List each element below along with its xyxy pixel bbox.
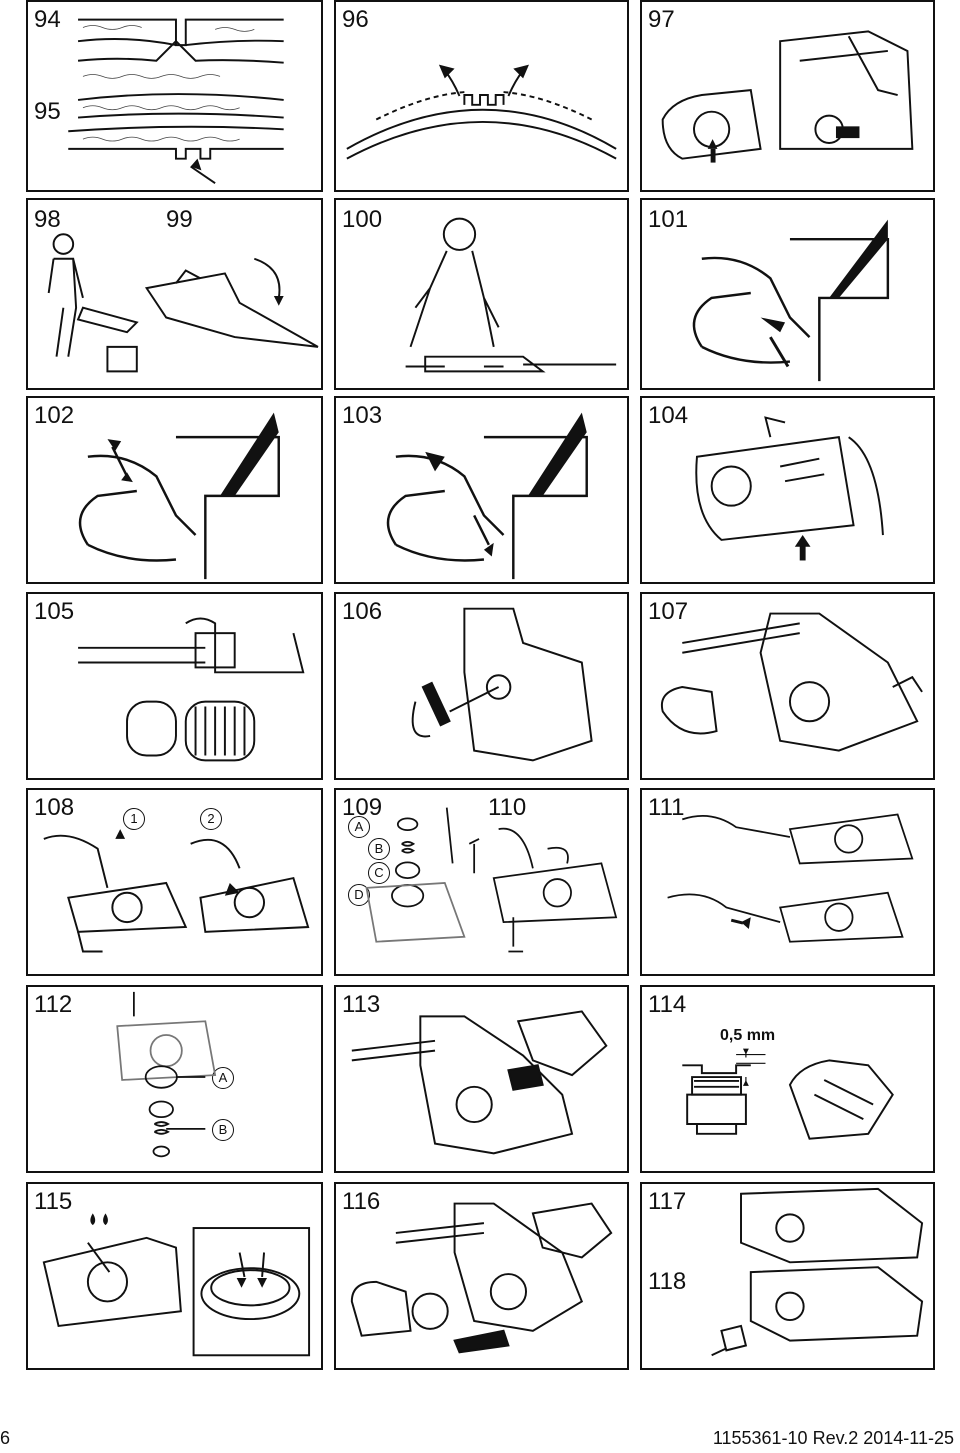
figure-101: 101 <box>640 198 935 390</box>
cylinder-cover-removed-illustration <box>351 1010 608 1155</box>
front-handle-guard-illustration <box>692 219 890 382</box>
figure-113: 113 <box>334 985 629 1173</box>
figure-116: 116 <box>334 1182 629 1370</box>
figure-number-98: 98 <box>34 206 61 233</box>
figure-115: 115 <box>26 1182 323 1370</box>
log-cut-illustration <box>68 18 284 184</box>
chain-catcher-illustration <box>711 1187 924 1357</box>
figure-111: 111 <box>640 788 935 976</box>
figure-103: 103 <box>334 396 629 584</box>
starter-removed-illustration <box>660 612 923 752</box>
recoil-spring-exploded-illustration <box>116 991 217 1158</box>
figure-number-101: 101 <box>648 206 689 233</box>
step-2-marker: 2 <box>200 808 222 830</box>
figure-number-108: 108 <box>34 794 75 821</box>
clutch-lubrication-illustration <box>42 1213 311 1357</box>
figure-number-102: 102 <box>34 402 75 429</box>
figure-114: 114 0,5 mm <box>640 985 935 1173</box>
figure-number-103: 103 <box>342 402 383 429</box>
spark-plug-removal-illustration <box>411 607 593 762</box>
figure-98-99: 98 99 <box>26 198 323 390</box>
figure-number-104: 104 <box>648 402 689 429</box>
figure-number-116: 116 <box>342 1188 381 1215</box>
figure-number-96: 96 <box>342 6 369 33</box>
figure-number-99: 99 <box>166 206 193 233</box>
spark-plug-gap-illustration <box>682 1048 894 1140</box>
figure-112: 112 A B <box>26 985 323 1173</box>
document-code: 1155361-10 Rev.2 2014-11-25 <box>712 1428 954 1448</box>
figure-number-111: 111 <box>648 794 685 821</box>
starter-rope-tension-illustration <box>667 813 914 943</box>
clutch-cover-illustration <box>695 416 884 561</box>
figure-number-94: 94 <box>34 6 61 33</box>
figure-number-113: 113 <box>342 991 381 1018</box>
figure-number-117: 117 <box>648 1188 687 1215</box>
figure-number-115: 115 <box>34 1188 73 1215</box>
figure-number-106: 106 <box>342 598 383 625</box>
bark-cut-illustration <box>346 64 617 160</box>
figure-number-105: 105 <box>34 598 75 625</box>
figure-number-110: 110 <box>488 794 527 821</box>
air-filter-illustration <box>78 617 305 762</box>
callout-b: B <box>368 838 390 860</box>
starter-spring-assembly-illustration <box>365 807 618 953</box>
figure-number-97: 97 <box>648 6 675 33</box>
callout-b: B <box>212 1119 234 1141</box>
figure-number-114: 114 <box>648 991 687 1018</box>
figure-107: 107 <box>640 592 935 780</box>
figure-94-95: 94 95 <box>26 0 323 192</box>
figure-97: 97 <box>640 0 935 192</box>
figure-109-110: 109 110 A B C D <box>334 788 629 976</box>
chain-brake-lever-down-illustration <box>386 412 588 580</box>
figure-108: 108 1 2 <box>26 788 323 976</box>
figure-106: 106 <box>334 592 629 780</box>
electrode-gap-label: 0,5 mm <box>720 1027 776 1044</box>
callout-a: A <box>348 816 370 838</box>
figure-number-118: 118 <box>648 1268 687 1295</box>
figure-number-100: 100 <box>342 206 383 233</box>
chain-brake-lever-up-illustration <box>78 412 280 580</box>
figure-100: 100 <box>334 198 629 390</box>
callout-d: D <box>348 884 370 906</box>
figure-number-109: 109 <box>342 794 383 821</box>
figure-102: 102 <box>26 396 323 584</box>
saw-cleaning-illustration <box>350 1202 613 1354</box>
callout-c: C <box>368 862 390 884</box>
figure-105: 105 <box>26 592 323 780</box>
figure-104: 104 <box>640 396 935 584</box>
figure-number-112: 112 <box>34 991 73 1018</box>
step-1-marker: 1 <box>123 808 145 830</box>
operator-and-chainsaw-illustration <box>47 233 319 373</box>
figure-number-107: 107 <box>648 598 689 625</box>
starter-rope-pull-illustration <box>43 829 310 953</box>
page-number: 6 <box>0 1428 11 1448</box>
figure-number-95: 95 <box>34 98 61 125</box>
callout-a: A <box>212 1067 234 1089</box>
chain-brake-cover-illustration <box>661 30 914 163</box>
operator-starting-saw-illustration <box>405 217 617 373</box>
figure-117-118: 117 118 <box>640 1182 935 1370</box>
figure-96: 96 <box>334 0 629 192</box>
